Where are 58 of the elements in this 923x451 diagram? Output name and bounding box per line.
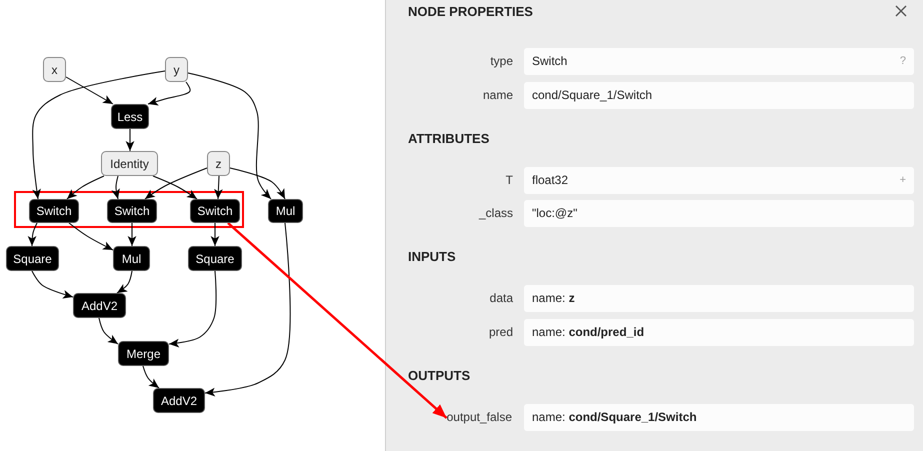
field-label: data: [490, 291, 513, 306]
arrow: [128, 222, 136, 246]
text-field: float32 +: [524, 167, 914, 194]
graph-node: Mul: [113, 246, 150, 271]
arrow: [98, 318, 118, 344]
graph-node: AddV2: [73, 293, 126, 318]
field-label: _class: [478, 206, 513, 221]
arrow: [32, 270, 74, 299]
field-label: type: [490, 54, 513, 69]
section-heading: ATTRIBUTES: [408, 131, 490, 146]
graph-node: Square: [6, 246, 59, 271]
arrow: [111, 176, 120, 200]
arrow: [210, 222, 220, 246]
graph-node: y: [165, 57, 188, 82]
arrow: [204, 222, 291, 396]
text-field: name: cond/Square_1/Switch: [524, 404, 914, 431]
arrow: [214, 176, 223, 200]
graph-node: Merge: [118, 341, 169, 366]
graph-node: Identity: [101, 151, 158, 176]
graph-node: Switch: [190, 199, 240, 223]
text-field: cond/Square_1/Switch: [524, 82, 914, 109]
arrow: [148, 82, 191, 106]
arrow: [66, 176, 104, 200]
highlight-frame: [14, 191, 244, 228]
arrow: [142, 366, 160, 388]
arrow: [68, 222, 114, 250]
arrow: [168, 270, 217, 348]
field-label: output_false: [446, 410, 512, 425]
graph-node: Switch: [29, 199, 79, 223]
graph-node: Mul: [268, 199, 303, 223]
graph-node: AddV2: [153, 388, 205, 413]
field-label: pred: [488, 325, 513, 340]
text-field: "loc:@z": [524, 200, 914, 227]
graph-node: Switch: [107, 199, 157, 223]
arrow: [126, 128, 134, 152]
arrow: [227, 222, 448, 419]
field-label: T: [506, 173, 513, 188]
graph-node: Less: [111, 104, 149, 129]
arrow: [144, 168, 208, 200]
text-field: Switch ?: [524, 48, 914, 75]
text-field: name: cond/pred_id: [524, 319, 914, 346]
text-field: name: z: [524, 285, 914, 312]
section-heading: NODE PROPERTIES: [408, 4, 533, 19]
graph-node: Square: [188, 246, 242, 271]
graph-node: z: [207, 151, 230, 176]
arrow: [230, 168, 286, 200]
arrow: [28, 222, 38, 246]
section-heading: OUTPUTS: [408, 368, 470, 383]
arrow: [152, 176, 198, 200]
arrow: [66, 76, 114, 104]
arrow: [188, 72, 272, 200]
section-heading: INPUTS: [408, 249, 456, 264]
help-mark: ?: [900, 54, 906, 69]
field-label: name: [482, 88, 513, 103]
arrow: [32, 70, 166, 200]
graph-node: x: [43, 57, 66, 82]
expand-mark: +: [900, 173, 906, 188]
arrow: [116, 270, 132, 294]
